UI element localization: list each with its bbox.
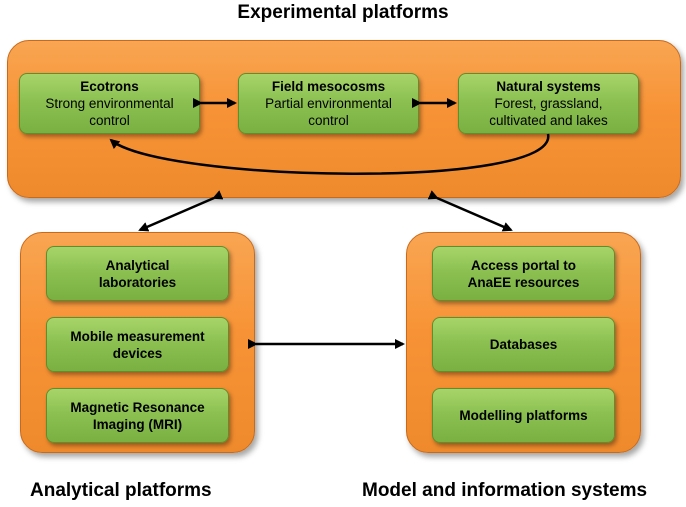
field-mesocosms-title: Field mesocosms xyxy=(271,79,386,94)
natural-systems-line1: Forest, grassland, xyxy=(494,96,603,111)
mri-line2: Imaging (MRI) xyxy=(92,416,183,432)
ecotrons-line2: control xyxy=(89,113,130,128)
natural-systems-line2: cultivated and lakes xyxy=(489,113,608,128)
ecotrons-line1: Strong environmental xyxy=(45,96,174,111)
field-mesocosms-line2: control xyxy=(308,113,349,128)
field-mesocosms-box: Field mesocosms Partial environmental co… xyxy=(238,73,419,134)
databases-box: Databases xyxy=(432,317,615,372)
modelling-platforms-label: Modelling platforms xyxy=(459,408,588,423)
modelling-platforms-box: Modelling platforms xyxy=(432,388,615,443)
field-mesocosms-line1: Partial environmental xyxy=(265,96,392,111)
analytical-laboratories-line1: Analytical xyxy=(105,257,170,273)
analytical-laboratories-box: Analytical laboratories xyxy=(46,246,229,301)
natural-systems-box: Natural systems Forest, grassland, culti… xyxy=(458,73,639,134)
mri-box: Magnetic Resonance Imaging (MRI) xyxy=(46,388,229,443)
access-portal-line1: Access portal to xyxy=(470,257,577,273)
model-information-title: Model and information systems xyxy=(362,480,648,501)
experimental-platforms-title: Experimental platforms xyxy=(237,2,449,23)
mobile-devices-line2: devices xyxy=(112,345,163,361)
mobile-devices-box: Mobile measurement devices xyxy=(46,317,229,372)
natural-systems-title: Natural systems xyxy=(496,79,601,94)
access-portal-line2: AnaEE resources xyxy=(467,274,580,290)
ecotrons-box: Ecotrons Strong environmental control xyxy=(19,73,200,134)
mri-line1: Magnetic Resonance xyxy=(70,399,205,415)
analytical-platforms-title: Analytical platforms xyxy=(30,480,212,501)
arrow-experimental-analytical xyxy=(138,190,224,232)
analytical-laboratories-line2: laboratories xyxy=(98,274,177,290)
databases-label: Databases xyxy=(489,337,558,352)
access-portal-box: Access portal to AnaEE resources xyxy=(432,246,615,301)
arrow-experimental-model xyxy=(427,190,513,232)
ecotrons-title: Ecotrons xyxy=(80,79,139,94)
mobile-devices-line1: Mobile measurement xyxy=(70,328,205,344)
arrow-natural-to-ecotrons xyxy=(109,133,550,175)
